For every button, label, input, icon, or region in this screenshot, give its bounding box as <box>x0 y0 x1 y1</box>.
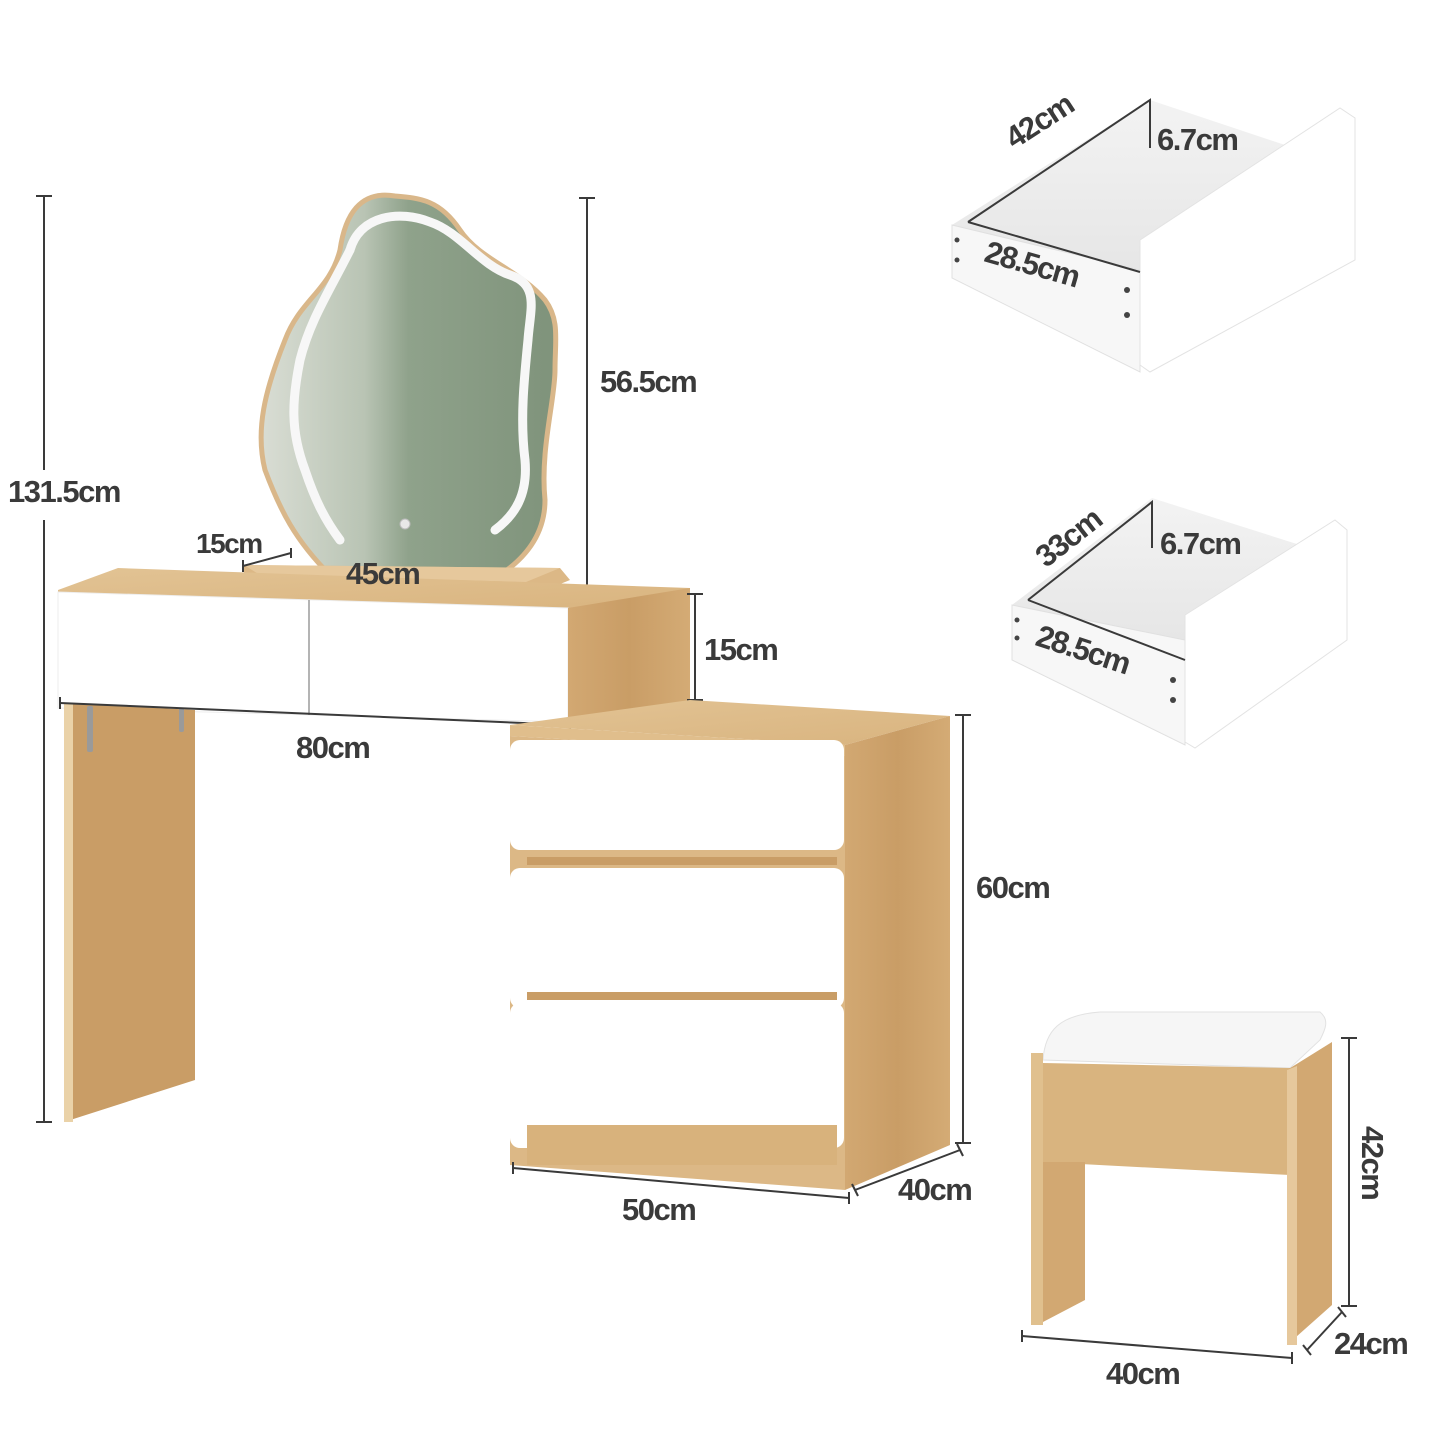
cabinet-drawer-1 <box>510 740 844 850</box>
total-height-dimension-line <box>36 195 52 1123</box>
desk-side-panel <box>568 588 690 725</box>
cabinet-width-label: 50cm <box>622 1192 697 1227</box>
mirror <box>258 192 559 578</box>
total-height-label: 131.5cm <box>8 474 121 509</box>
drawer-large-illustration <box>951 98 1356 373</box>
stool-illustration <box>1031 1011 1332 1345</box>
drawer-large-height-label: 6.7cm <box>1157 122 1239 157</box>
stool-height-label: 42cm <box>1355 1126 1390 1200</box>
desk-width-label: 80cm <box>296 730 371 765</box>
cabinet-height-label: 60cm <box>976 870 1051 905</box>
cabinet-drawer-2 <box>510 868 844 1008</box>
mirror-height-dimension-line <box>579 197 595 589</box>
desk-drawers <box>57 591 569 723</box>
cabinet-dimension-lines <box>512 714 971 1204</box>
stool-width-label: 40cm <box>1106 1356 1181 1391</box>
mirror-base-depth-label: 15cm <box>196 528 263 559</box>
desk-left-leg <box>64 703 195 1122</box>
cabinet-drawer-3 <box>510 1003 844 1148</box>
cabinet-depth-label: 40cm <box>898 1172 973 1207</box>
stool-dimension-lines <box>1021 1037 1357 1364</box>
desk-drawer-height-dimension-line <box>687 593 703 701</box>
drawer-small-illustration <box>1011 498 1348 749</box>
mirror-base-width-label: 45cm <box>346 556 421 591</box>
desk-drawer-height-label: 15cm <box>704 632 779 667</box>
cabinet <box>510 700 950 1190</box>
stool-depth-label: 24cm <box>1334 1326 1409 1361</box>
drawer-small-height-label: 6.7cm <box>1160 526 1242 561</box>
mirror-height-label: 56.5cm <box>600 364 698 399</box>
